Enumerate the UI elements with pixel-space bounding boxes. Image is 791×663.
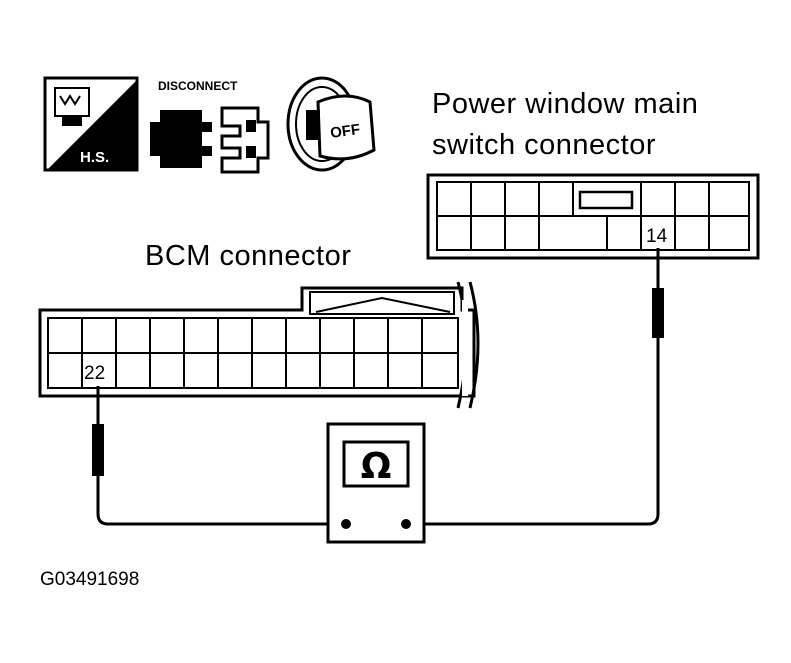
ignition-off-label: OFF [329,121,361,142]
power-window-connector-title-line1: Power window main [432,88,698,120]
ohmmeter: Ω [326,422,426,544]
power-window-connector-title-line2: switch connector [432,129,656,161]
right-test-lead [406,338,660,526]
figure-code: G03491698 [40,569,139,590]
left-probe [92,386,104,476]
meter-terminal-right [401,519,411,529]
meter-terminal-left [341,519,351,529]
bcm-connector-title: BCM connector [145,240,351,272]
harness-sign-icon: H.S. [43,76,139,172]
bcm-pin-22: 22 [84,363,105,384]
disconnect-label: DISCONNECT [158,79,238,93]
right-probe [652,248,664,338]
harness-sign-text: H.S. [80,149,109,166]
power-window-connector: 14 [426,173,760,260]
ignition-off-icon: OFF [286,76,376,172]
ohm-symbol: Ω [361,446,392,487]
disconnect-icon: DISCONNECT [150,79,270,174]
left-test-lead [96,476,346,526]
bcm-connector: 22 [38,281,480,409]
power-window-pin-14: 14 [646,226,668,247]
